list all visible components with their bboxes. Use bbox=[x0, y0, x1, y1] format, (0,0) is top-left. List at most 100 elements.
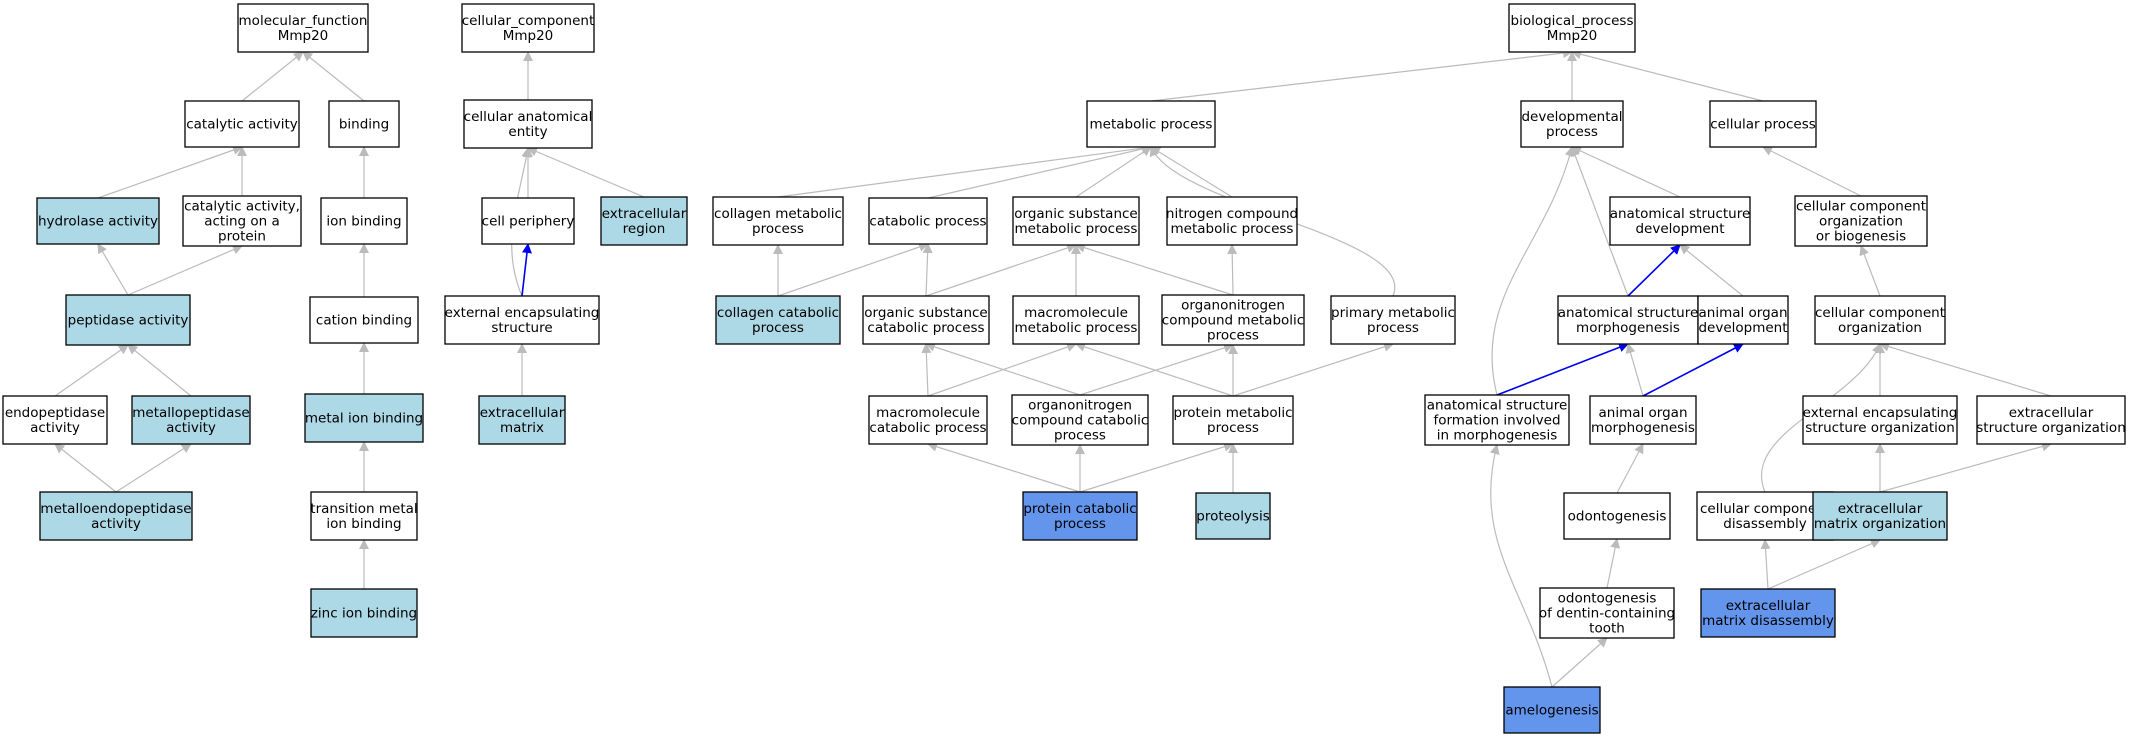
go-term-node-amelogenesis[interactable]: amelogenesis bbox=[1503, 686, 1601, 734]
edge-organic-substance-catabolic-process-to-catabolic-process bbox=[922, 243, 933, 297]
node-box bbox=[36, 197, 160, 245]
node-box bbox=[444, 295, 600, 345]
go-term-node-metabolic-process[interactable]: metabolic process bbox=[1086, 100, 1216, 148]
node-label-line: organonitrogen bbox=[1181, 298, 1285, 314]
node-label-line: process bbox=[1207, 420, 1259, 436]
go-term-node-catabolic-process[interactable]: catabolic process bbox=[868, 197, 988, 245]
edge-binding-to-mf-root bbox=[302, 51, 365, 102]
go-term-node-proteolysis[interactable]: proteolysis bbox=[1195, 492, 1271, 540]
node-label-line: external encapsulating bbox=[1803, 405, 1958, 421]
edge-odontogenesis-to-animal-organ-morphogenesis bbox=[1616, 443, 1644, 494]
go-term-node-peptidase-activity[interactable]: peptidase activity bbox=[65, 294, 191, 346]
node-label-line: animal organ bbox=[1598, 405, 1687, 421]
go-term-node-binding[interactable]: binding bbox=[328, 100, 400, 148]
edge-organic-substance-catabolic-process-to-organic-substance-metabolic-process bbox=[925, 243, 1077, 297]
edge-odontogenesis-dentin-to-odontogenesis bbox=[1606, 538, 1621, 589]
node-label-line: of dentin-containing bbox=[1539, 606, 1675, 622]
edge-catalytic-activity-to-mf-root bbox=[241, 51, 304, 102]
edge-animal-organ-development-to-anatomical-structure-development bbox=[1679, 244, 1744, 297]
edge-metalloendopeptidase-activity-to-endopeptidase-activity bbox=[54, 443, 117, 493]
go-term-node-cell-periphery[interactable]: cell periphery bbox=[481, 197, 575, 245]
node-box bbox=[1709, 100, 1817, 148]
go-term-node-cation-binding[interactable]: cation binding bbox=[309, 296, 419, 344]
node-label-line: metalloendopeptidase bbox=[40, 501, 191, 517]
node-box bbox=[65, 294, 191, 346]
node-box bbox=[1508, 3, 1636, 53]
node-box bbox=[1520, 100, 1624, 148]
node-box bbox=[715, 295, 841, 345]
node-label-line: organonitrogen bbox=[1028, 398, 1132, 414]
go-term-node-zinc-ion-binding[interactable]: zinc ion binding bbox=[310, 588, 418, 638]
node-label-line: catalytic activity, bbox=[184, 199, 300, 215]
node-label-line: protein bbox=[218, 229, 266, 245]
node-box bbox=[1022, 491, 1138, 541]
node-box bbox=[481, 197, 575, 245]
node-box bbox=[2, 395, 108, 445]
node-label-line: matrix bbox=[500, 420, 544, 436]
edge-collagen-catabolic-process-to-catabolic-process bbox=[777, 242, 929, 297]
node-box bbox=[1424, 394, 1570, 446]
node-label-line: activity bbox=[91, 516, 141, 532]
edge-animal-organ-morphogenesis-to-anatomical-structure-morphogenesis bbox=[1625, 343, 1644, 397]
go-term-node-odontogenesis[interactable]: odontogenesis bbox=[1563, 492, 1671, 540]
go-term-node-hydrolase-activity[interactable]: hydrolase activity bbox=[36, 197, 160, 245]
go-term-node-catalytic-activity[interactable]: catalytic activity bbox=[184, 100, 300, 148]
node-box bbox=[868, 197, 988, 245]
edge-cellular-process-to-bp-root bbox=[1571, 49, 1764, 102]
go-term-node-ion-binding[interactable]: ion binding bbox=[320, 197, 408, 245]
node-label-line: extracellular bbox=[602, 206, 687, 222]
node-box bbox=[1563, 492, 1671, 540]
go-term-node-cellular-process[interactable]: cellular process bbox=[1709, 100, 1817, 148]
node-box bbox=[600, 196, 688, 246]
node-label-line: process bbox=[1367, 320, 1419, 336]
node-label-line: animal organ bbox=[1698, 305, 1787, 321]
edge-external-encapsulating-structure-to-cell-periphery bbox=[521, 243, 532, 297]
node-box bbox=[1539, 587, 1675, 639]
node-box bbox=[461, 3, 595, 53]
edge-animal-organ-morphogenesis-to-animal-organ-development bbox=[1642, 343, 1744, 397]
node-label-line: process bbox=[752, 320, 804, 336]
go-term-node-metal-ion-binding[interactable]: metal ion binding bbox=[304, 393, 424, 443]
node-label-line: collagen metabolic bbox=[714, 206, 842, 222]
node-label-line: anatomical structure bbox=[1610, 206, 1751, 222]
